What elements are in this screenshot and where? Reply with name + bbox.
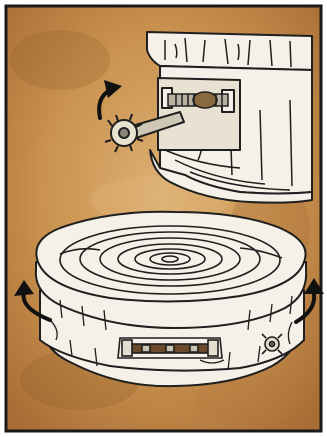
leather-strap-clasp [118, 338, 222, 358]
threaded-rod [168, 92, 228, 108]
side-knob [262, 334, 282, 354]
